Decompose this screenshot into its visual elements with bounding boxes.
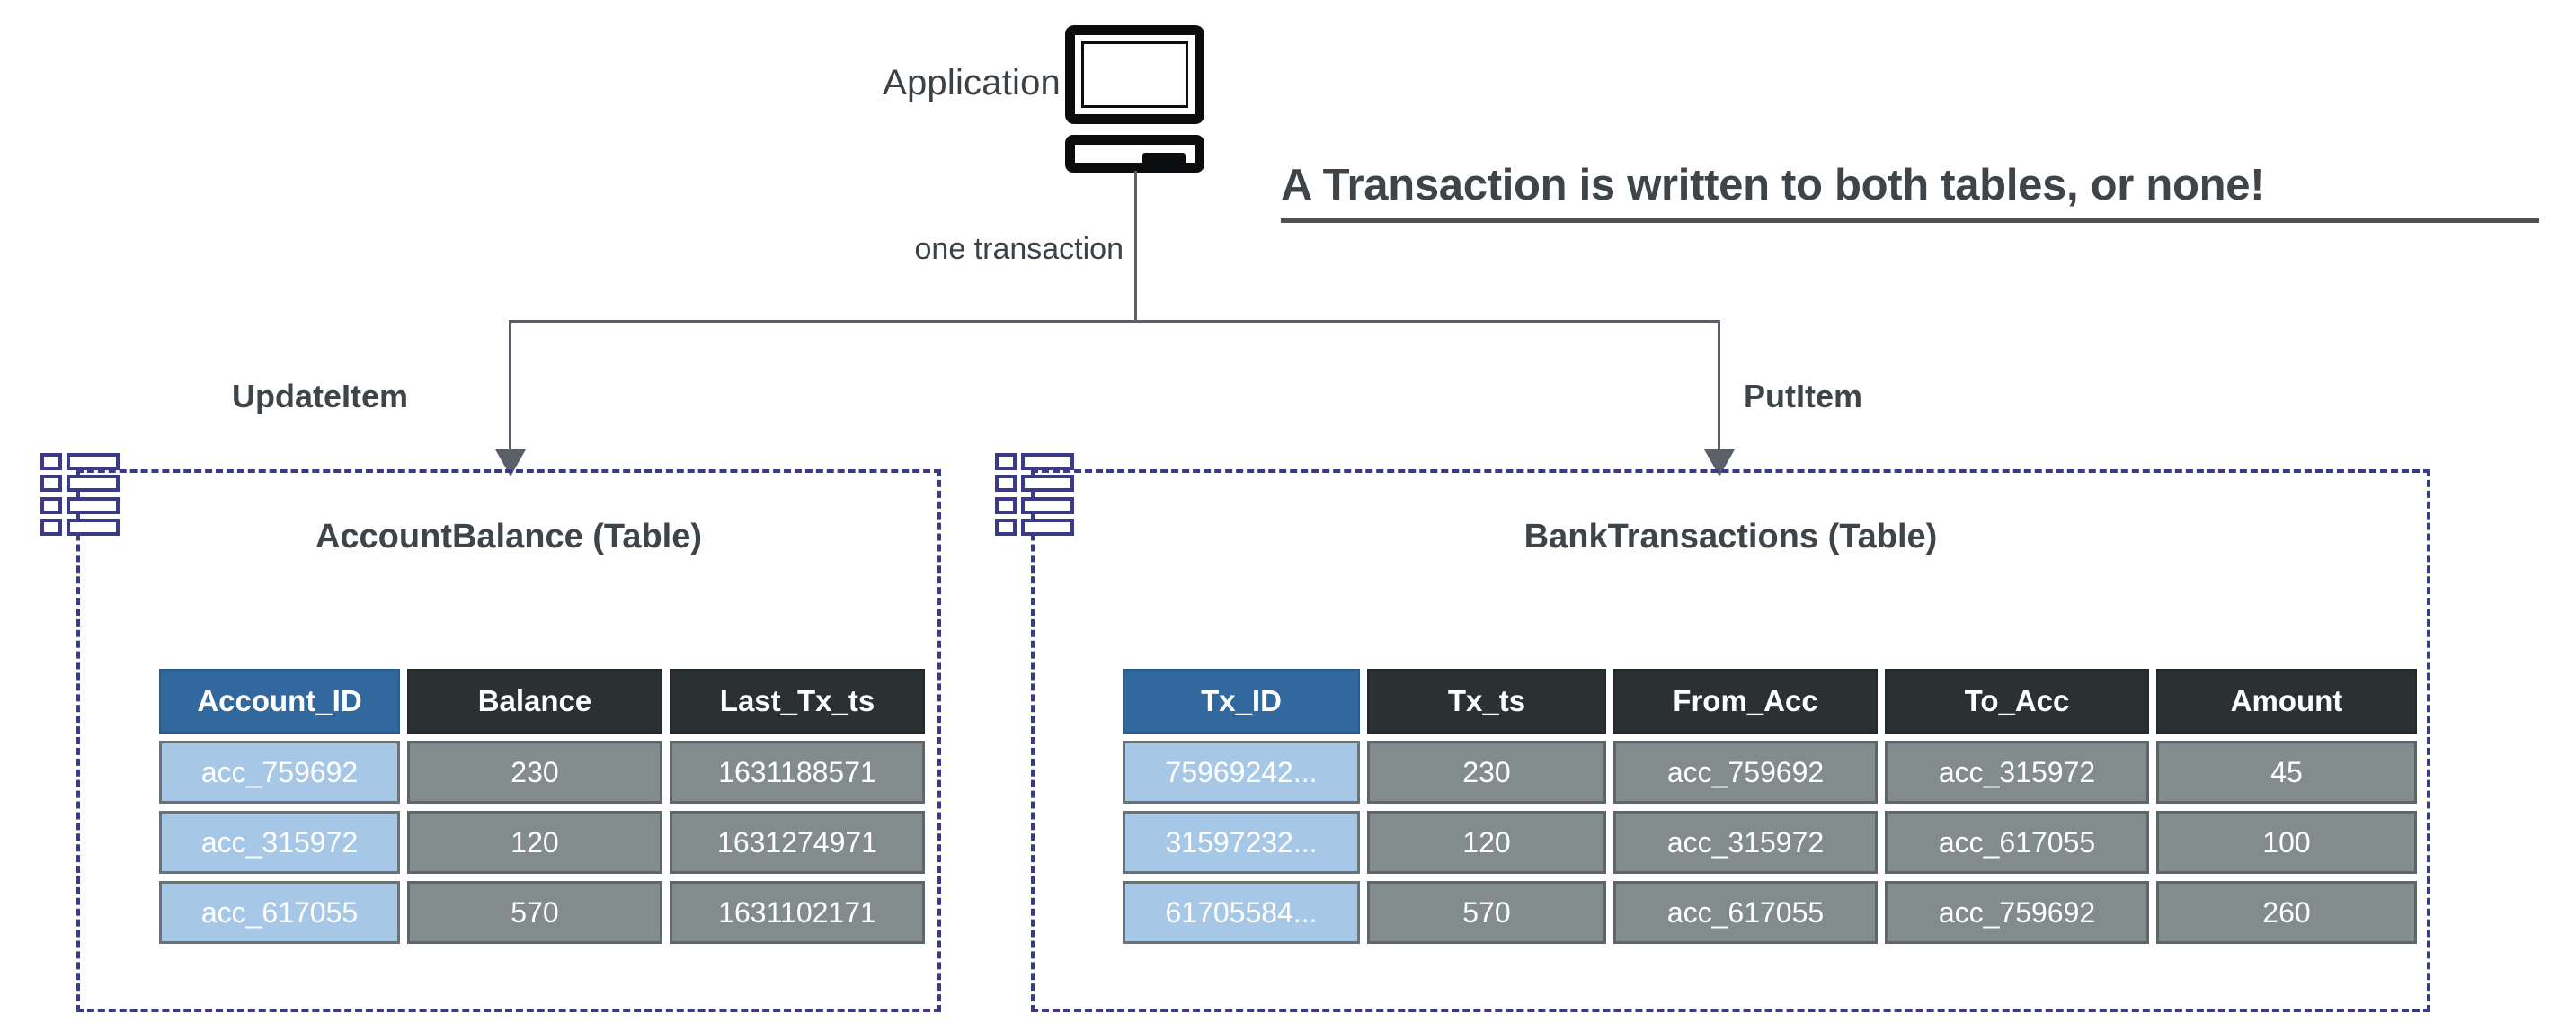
column-header: Tx_ts (1367, 669, 1606, 734)
table-cell: acc_315972 (1613, 811, 1878, 874)
table-cell: 570 (1367, 881, 1606, 944)
edge-label-putitem: PutItem (1744, 378, 1863, 414)
data-grid-banktransactions: Tx_ID 75969242... 31597232... 61705584..… (1123, 669, 2417, 944)
headline-underline (1281, 218, 2539, 223)
data-grid-accountbalance: Account_ID acc_759692 acc_315972 acc_617… (159, 669, 925, 944)
dynamodb-table-icon (40, 453, 120, 536)
table-cell: 260 (2156, 881, 2417, 944)
table-cell: acc_315972 (1885, 741, 2149, 804)
table-cell: acc_759692 (159, 741, 400, 804)
table-cell: acc_315972 (159, 811, 400, 874)
column-header: Balance (407, 669, 662, 734)
table-cell: 1631102171 (670, 881, 925, 944)
table-cell: 75969242... (1123, 741, 1360, 804)
table-column: Account_ID acc_759692 acc_315972 acc_617… (159, 669, 400, 944)
table-cell: 31597232... (1123, 811, 1360, 874)
table-column: Tx_ts 230 120 570 (1367, 669, 1606, 944)
dynamodb-table-icon (995, 453, 1074, 536)
table-column: Tx_ID 75969242... 31597232... 61705584..… (1123, 669, 1360, 944)
table-column: Balance 230 120 570 (407, 669, 662, 944)
headline-text: A Transaction is written to both tables,… (1281, 161, 2265, 209)
table-cell: acc_617055 (1613, 881, 1878, 944)
table-column: To_Acc acc_315972 acc_617055 acc_759692 (1885, 669, 2149, 944)
table-cell: acc_759692 (1613, 741, 1878, 804)
table-cell: 120 (1367, 811, 1606, 874)
table-cell: 1631274971 (670, 811, 925, 874)
table-cell: 61705584... (1123, 881, 1360, 944)
table-column: Last_Tx_ts 1631188571 1631274971 1631102… (670, 669, 925, 944)
table-cell: acc_759692 (1885, 881, 2149, 944)
column-header: Tx_ID (1123, 669, 1360, 734)
table-title-banktransactions: BankTransactions (Table) (1523, 518, 1938, 556)
connector-left-branch (509, 320, 511, 455)
table-cell: acc_617055 (159, 881, 400, 944)
column-header: Last_Tx_ts (670, 669, 925, 734)
monitor-screen (1065, 25, 1204, 124)
column-header: From_Acc (1613, 669, 1878, 734)
connector-horizontal-bus (509, 320, 1720, 323)
column-header: Amount (2156, 669, 2417, 734)
table-cell: 570 (407, 881, 662, 944)
connector-right-branch (1718, 320, 1720, 455)
column-header: To_Acc (1885, 669, 2149, 734)
table-container-banktransactions: BankTransactions (Table) Tx_ID 75969242.… (995, 453, 2430, 1012)
edge-label-one-transaction: one transaction (914, 232, 1124, 266)
computer-monitor-icon (1065, 25, 1204, 173)
column-header: Account_ID (159, 669, 400, 734)
edge-label-updateitem: UpdateItem (232, 378, 409, 414)
table-column: Amount 45 100 260 (2156, 669, 2417, 944)
application-label: Application (883, 63, 1061, 102)
connector-app-trunk (1134, 171, 1137, 322)
table-cell: 100 (2156, 811, 2417, 874)
table-cell: 230 (407, 741, 662, 804)
table-cell: 120 (407, 811, 662, 874)
table-cell: 45 (2156, 741, 2417, 804)
monitor-base-pad (1142, 153, 1186, 167)
table-container-accountbalance: AccountBalance (Table) Account_ID acc_75… (40, 453, 941, 1012)
table-cell: 230 (1367, 741, 1606, 804)
table-title-accountbalance: AccountBalance (Table) (315, 518, 703, 556)
table-cell: 1631188571 (670, 741, 925, 804)
table-cell: acc_617055 (1885, 811, 2149, 874)
table-column: From_Acc acc_759692 acc_315972 acc_61705… (1613, 669, 1878, 944)
monitor-base (1065, 135, 1204, 173)
